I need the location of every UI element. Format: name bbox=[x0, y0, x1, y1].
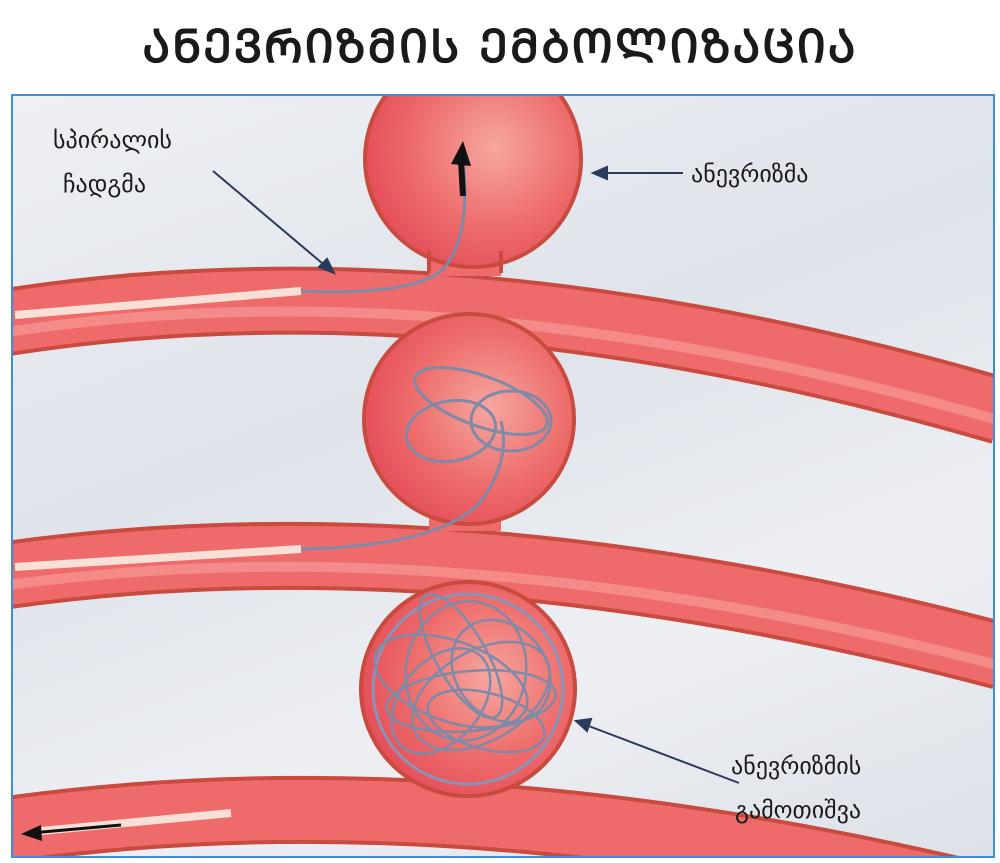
catheter bbox=[14, 545, 302, 571]
label-aneurysm-exclusion: ანევრიზმის გამოთიშვა bbox=[731, 744, 861, 832]
pointer-coil-insertion bbox=[212, 170, 330, 270]
coil-wire bbox=[300, 160, 467, 294]
withdraw-arrow-icon bbox=[30, 823, 122, 835]
aneurysm-sac bbox=[362, 312, 576, 526]
label-coil-insertion: სპირალის ჩადგმა bbox=[53, 118, 172, 206]
vessel-stage-1 bbox=[13, 96, 993, 444]
catheter bbox=[14, 287, 302, 319]
aneurysm-embolization-illustration bbox=[13, 96, 993, 856]
vessel-stage-2 bbox=[13, 312, 993, 689]
aneurysm-sac bbox=[363, 96, 583, 269]
diagram-title: ᲐᲜᲔᲕᲠᲘᲖᲛᲘᲡ ᲔᲛᲑᲝᲚᲘᲖᲐᲪᲘᲐ bbox=[142, 19, 858, 73]
vessel-stage-3 bbox=[13, 580, 959, 856]
label-line-2: ჩადგმა bbox=[63, 170, 147, 198]
coil-mass bbox=[371, 592, 565, 786]
label-line-2: გამოთიშვა bbox=[735, 796, 862, 824]
pointer-aneurysm-exclusion bbox=[585, 724, 740, 784]
label-line-1: სპირალის bbox=[53, 126, 172, 154]
label-aneurysm: ანევრიზმა bbox=[691, 160, 809, 188]
label-line-1: ანევრიზმის bbox=[731, 752, 862, 780]
diagram-panel: სპირალის ჩადგმა ანევრიზმა ანევრიზმის გამ… bbox=[11, 94, 995, 858]
direction-arrow-icon bbox=[458, 160, 466, 197]
